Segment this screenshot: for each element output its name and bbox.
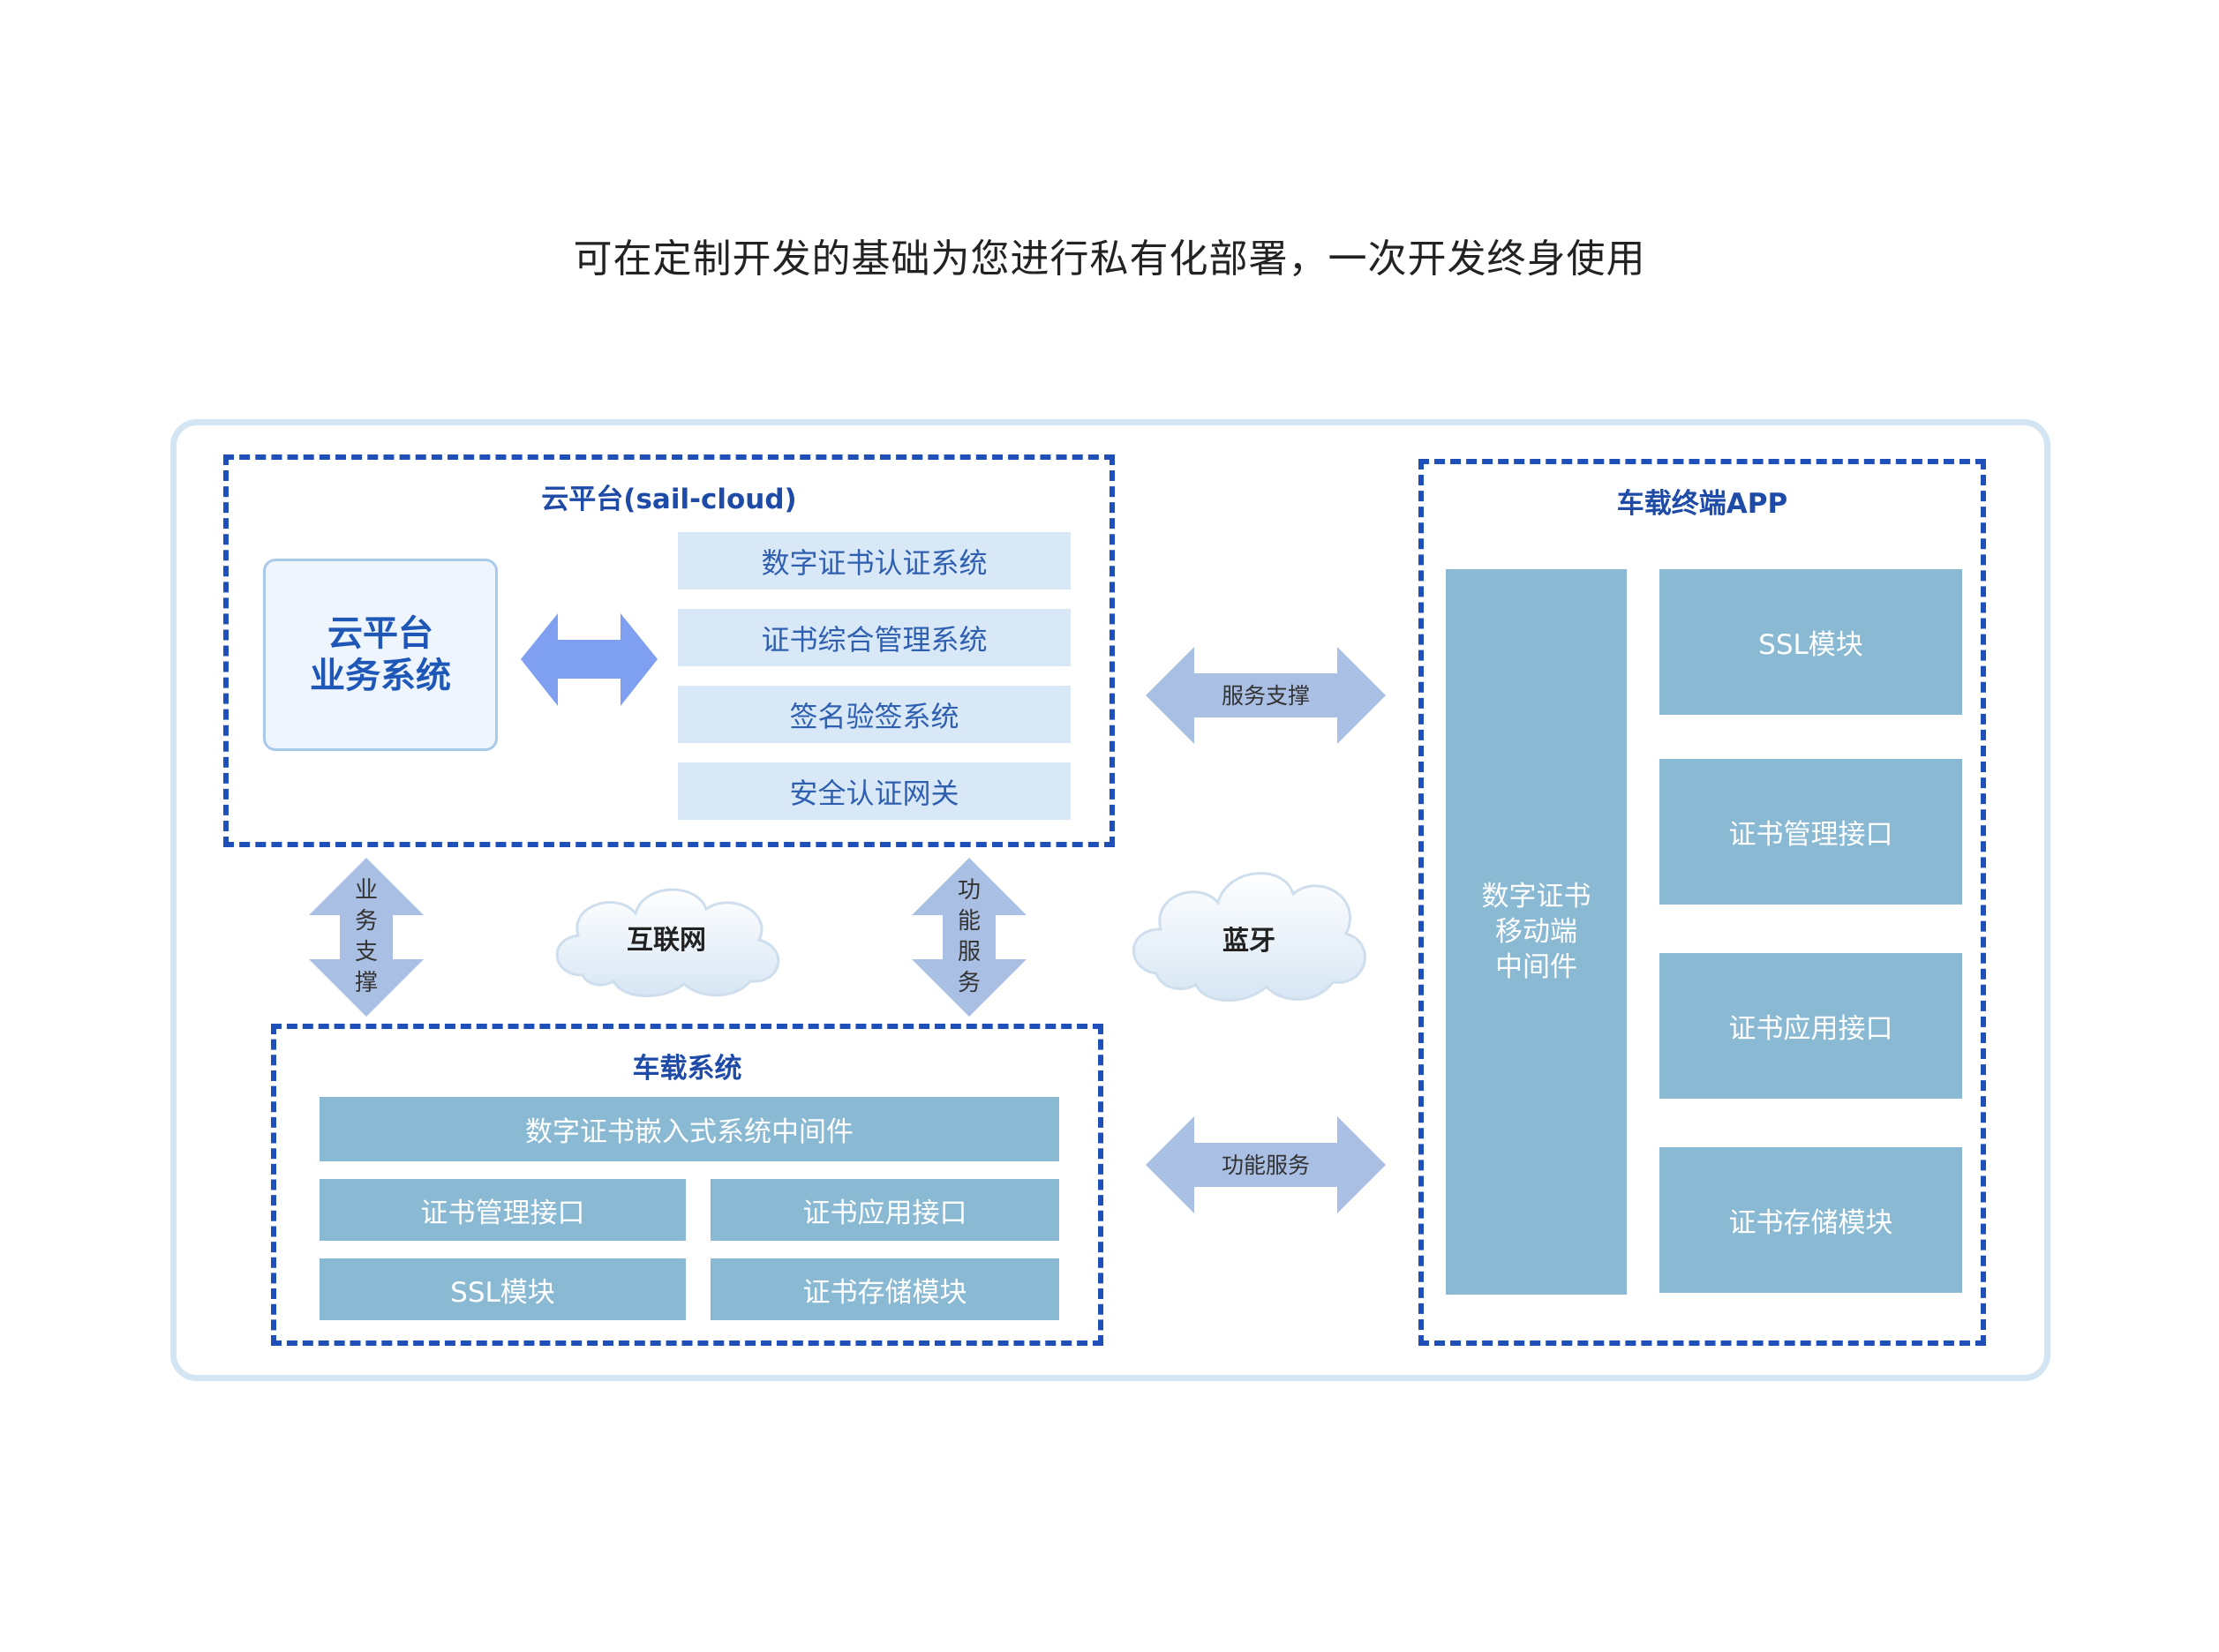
cloud-system-item: 证书综合管理系统 bbox=[678, 609, 1071, 666]
app-module-box: 证书管理接口 bbox=[1659, 759, 1962, 905]
business-support-char: 务 bbox=[355, 908, 378, 935]
cloud-business-system-box: 云平台 业务系统 bbox=[263, 559, 498, 751]
cloud-system-item: 签名验签系统 bbox=[678, 686, 1071, 743]
app-module-box: SSL模块 bbox=[1659, 569, 1962, 715]
cloud-system-item: 安全认证网关 bbox=[678, 762, 1071, 820]
business-support-vertical-arrow: 业 务 支 撑 bbox=[309, 858, 424, 1017]
app-module-box: 证书应用接口 bbox=[1659, 953, 1962, 1099]
app-middleware-line-1: 数字证书 bbox=[1481, 881, 1591, 912]
function-service-char: 功 bbox=[958, 877, 981, 904]
app-middleware-line-2: 移动端 bbox=[1495, 916, 1577, 948]
function-service-arrow: 功能服务 bbox=[1146, 1116, 1386, 1213]
function-service-char: 务 bbox=[958, 970, 981, 996]
app-module-box: 证书存储模块 bbox=[1659, 1147, 1962, 1293]
business-support-char: 撑 bbox=[355, 970, 378, 996]
bluetooth-label: 蓝牙 bbox=[1222, 926, 1275, 957]
business-system-line-1: 云平台 bbox=[327, 613, 433, 654]
business-support-char: 业 bbox=[355, 877, 378, 904]
cloud-platform-title: 云平台(sail-cloud) bbox=[541, 484, 797, 515]
function-service-char: 服 bbox=[958, 939, 981, 965]
business-support-char: 支 bbox=[355, 939, 378, 965]
bidirectional-arrow-icon bbox=[521, 613, 658, 706]
cloud-system-item: 数字证书认证系统 bbox=[678, 532, 1071, 589]
vehicle-system-title: 车载系统 bbox=[632, 1053, 742, 1085]
vehicle-module-box: 证书管理接口 bbox=[320, 1179, 686, 1241]
vehicle-module-box: SSL模块 bbox=[320, 1258, 686, 1320]
internet-label: 互联网 bbox=[627, 925, 706, 956]
business-system-line-2: 业务系统 bbox=[310, 656, 451, 696]
function-service-label: 功能服务 bbox=[1222, 1153, 1310, 1178]
vehicle-middleware-box: 数字证书嵌入式系统中间件 bbox=[320, 1097, 1059, 1161]
internet-cloud-icon: 互联网 bbox=[555, 888, 780, 997]
vehicle-app-title: 车载终端APP bbox=[1616, 488, 1788, 520]
service-support-label: 服务支撑 bbox=[1222, 683, 1310, 709]
bluetooth-cloud-icon: 蓝牙 bbox=[1132, 872, 1366, 1002]
app-middleware-line-3: 中间件 bbox=[1495, 951, 1577, 983]
vehicle-app-group bbox=[1418, 459, 1986, 1346]
vehicle-app-middleware-box: 数字证书 移动端 中间件 bbox=[1446, 569, 1627, 1295]
vehicle-system-group bbox=[271, 1024, 1103, 1346]
function-service-vertical-arrow: 功 能 服 务 bbox=[912, 858, 1027, 1017]
vehicle-module-box: 证书存储模块 bbox=[711, 1258, 1059, 1320]
cloud-platform-group bbox=[223, 454, 1115, 847]
service-support-arrow: 服务支撑 bbox=[1146, 647, 1386, 744]
vehicle-module-box: 证书应用接口 bbox=[711, 1179, 1059, 1241]
function-service-char: 能 bbox=[958, 908, 981, 935]
page-headline: 可在定制开发的基础为您进行私有化部署，一次开发终身使用 bbox=[573, 237, 1646, 282]
